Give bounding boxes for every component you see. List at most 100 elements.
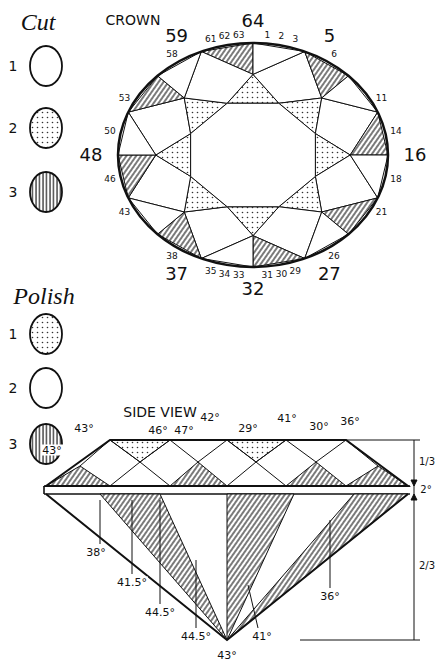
angle-label: 43° — [41, 445, 63, 456]
legend-number: 3 — [8, 437, 19, 451]
facet-number: 32 — [241, 280, 266, 298]
upper-girdle-facet — [346, 466, 408, 486]
pavilion-facet — [227, 494, 294, 640]
facet-number: 31 — [261, 271, 274, 280]
dimension-line — [346, 440, 420, 441]
legend-swatch — [30, 368, 62, 408]
legend-swatch — [30, 46, 62, 86]
legend-swatch — [30, 172, 62, 212]
angle-label: 41° — [251, 631, 273, 642]
angle-label: 44.5° — [180, 631, 212, 642]
pavilion-outline — [46, 494, 408, 640]
facet-number: 50 — [103, 127, 116, 136]
bezel-line — [110, 440, 346, 462]
legend-number: 2 — [8, 121, 19, 135]
star-facet — [110, 440, 170, 462]
upper-girdle-facet — [170, 462, 227, 486]
leader-line — [100, 500, 101, 544]
facet-number: 59 — [164, 27, 189, 45]
facet-number: 18 — [389, 174, 402, 183]
upper-girdle-facet — [253, 43, 305, 74]
angle-label: 43° — [216, 650, 238, 661]
facet-number: 21 — [375, 208, 388, 217]
leader-line — [132, 500, 133, 574]
proportion-label: 2/3 — [418, 561, 436, 571]
legend-swatch — [30, 314, 62, 354]
pavilion-facet — [100, 494, 227, 640]
angle-label: 41° — [276, 413, 298, 424]
angle-label: 30° — [308, 421, 330, 432]
facet-number: 11 — [375, 93, 388, 102]
angle-label: 38° — [85, 547, 107, 558]
angle-label: 36° — [339, 416, 361, 427]
table-facet — [191, 103, 316, 206]
leader-line — [196, 560, 197, 628]
legend-swatch — [30, 424, 62, 464]
angle-label: 41.5° — [116, 577, 148, 588]
angle-label: 46° — [147, 425, 169, 436]
legend-heading: Polish — [12, 284, 75, 308]
girdle-line — [44, 485, 410, 487]
girdle-line — [43, 486, 45, 494]
upper-girdle-facet — [286, 462, 346, 486]
leader-line — [248, 585, 258, 628]
upper-girdle-facet — [118, 155, 156, 198]
crown-outline — [46, 440, 408, 486]
facet-number: 16 — [403, 146, 428, 164]
side-view — [44, 440, 420, 640]
dimension-line — [414, 440, 415, 640]
facet-number: 48 — [79, 146, 104, 164]
facet-line — [140, 462, 170, 486]
facet-number: 35 — [204, 266, 217, 275]
proportion-label: 1/3 — [418, 457, 436, 467]
facet-number: 29 — [289, 266, 302, 275]
facet-number: 38 — [165, 251, 178, 260]
facet-line — [227, 462, 256, 486]
leader-line — [330, 520, 331, 588]
crown-view — [118, 43, 388, 267]
upper-girdle-facet — [322, 76, 378, 112]
facet-line — [256, 462, 286, 486]
facet-number: 14 — [389, 127, 402, 136]
girdle-outline — [118, 43, 388, 267]
legend-number: 1 — [8, 59, 19, 73]
angle-label: 36° — [319, 591, 341, 602]
facet-number: 58 — [165, 50, 178, 59]
facet-number: 2 — [278, 32, 286, 41]
angle-label: 44.5° — [144, 607, 176, 618]
leader-line — [160, 500, 161, 604]
view-heading: CROWN — [105, 13, 162, 27]
arrow-head — [411, 494, 417, 500]
upper-girdle-facet — [158, 52, 202, 98]
view-heading: SIDE VIEW — [122, 405, 198, 419]
facet-number: 61 — [204, 35, 217, 44]
facet-number: 34 — [218, 269, 231, 278]
facet-number: 62 — [218, 32, 231, 41]
facet-number: 43 — [118, 208, 131, 217]
facet-number: 6 — [330, 50, 338, 59]
angle-label: 47° — [173, 425, 195, 436]
angle-label: 2° — [419, 485, 432, 495]
legend-number: 1 — [8, 327, 19, 341]
facet-number: 63 — [232, 30, 245, 39]
facet-number: 46 — [103, 174, 116, 183]
facet-number: 26 — [327, 251, 340, 260]
facet-number: 27 — [317, 265, 342, 283]
facet-number: 37 — [164, 265, 189, 283]
legend-heading: Cut — [20, 10, 57, 34]
upper-girdle-facet — [128, 198, 184, 234]
upper-girdle-facet — [46, 466, 110, 486]
facet-number: 64 — [241, 12, 266, 30]
facet-number: 5 — [323, 27, 336, 45]
angle-label: 42° — [199, 412, 221, 423]
legend-number: 2 — [8, 381, 19, 395]
facet-number: 30 — [275, 269, 288, 278]
facet-number: 53 — [118, 93, 131, 102]
upper-girdle-facet — [118, 112, 156, 155]
upper-girdle-facet — [253, 236, 305, 267]
arrow-head — [411, 480, 417, 486]
facet-number: 3 — [291, 35, 299, 44]
